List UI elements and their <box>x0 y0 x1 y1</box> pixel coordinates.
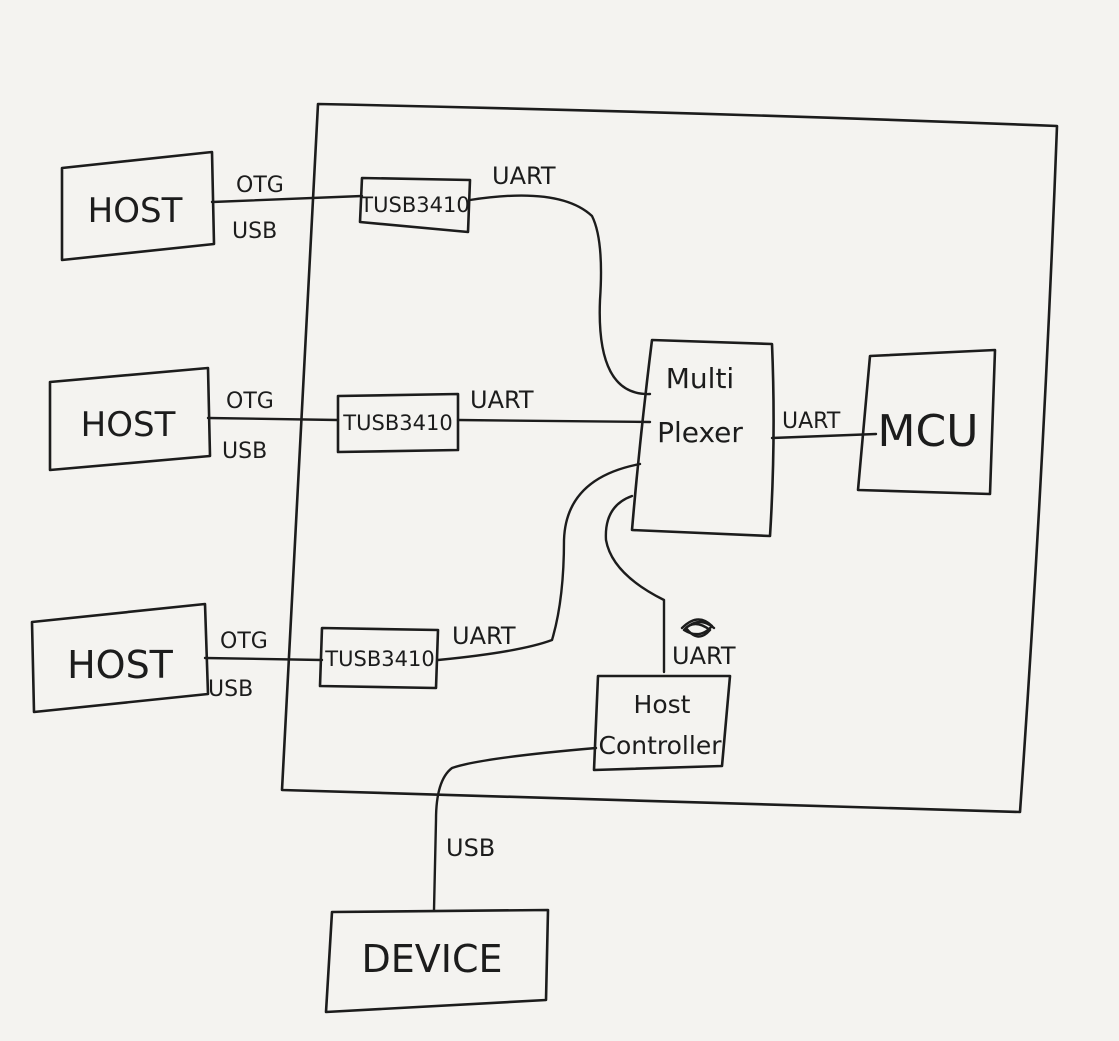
device-box: DEVICE <box>324 908 550 1014</box>
svg-text:Plexer: Plexer <box>657 416 743 449</box>
tusb1-to-mux-line <box>468 194 652 396</box>
label-uart-tusb3: UART <box>452 622 516 650</box>
board-outline <box>280 102 1059 814</box>
svg-text:Host: Host <box>634 690 691 719</box>
svg-text:HOST: HOST <box>67 643 174 687</box>
svg-text:TUSB3410: TUSB3410 <box>359 193 469 217</box>
host3-to-tusb3-line <box>203 656 324 662</box>
mux-to-hostctrl-line <box>604 494 666 674</box>
svg-text:Multi: Multi <box>666 362 734 395</box>
multiplexer-box: Multi Plexer <box>630 338 775 538</box>
label-uart-tusb2: UART <box>470 386 534 414</box>
host1-to-tusb1-line <box>210 194 364 204</box>
label-usb-1: USB <box>232 219 277 244</box>
svg-text:DEVICE: DEVICE <box>361 937 502 981</box>
hostctrl-to-device-line <box>432 746 598 912</box>
tusb3-to-mux-line <box>436 462 642 662</box>
label-otg-1: OTG <box>236 173 284 198</box>
label-uart-mcu: UART <box>782 409 841 434</box>
svg-text:HOST: HOST <box>81 405 176 445</box>
tusb3410-box-2: TUSB3410 <box>336 392 460 454</box>
host-box-1: HOST <box>60 150 216 262</box>
host-box-2: HOST <box>48 366 212 472</box>
label-usb-device: USB <box>446 834 495 862</box>
tusb2-to-mux-line <box>456 418 652 424</box>
mux-to-mcu-line <box>770 432 878 440</box>
svg-text:Controller: Controller <box>599 731 723 760</box>
scribble-mark <box>680 618 716 638</box>
tusb3410-box-1: TUSB3410 <box>358 176 472 234</box>
svg-text:MCU: MCU <box>878 406 979 457</box>
label-otg-2: OTG <box>226 389 274 414</box>
tusb3410-box-3: TUSB3410 <box>318 626 440 690</box>
svg-text:TUSB3410: TUSB3410 <box>324 647 434 671</box>
host-box-3: HOST <box>30 602 210 714</box>
label-uart-hostctrl: UART <box>672 642 736 670</box>
label-usb-3: USB <box>208 677 253 702</box>
host-controller-box: Host Controller <box>592 674 732 772</box>
mcu-box: MCU <box>856 348 997 496</box>
label-otg-3: OTG <box>220 629 268 654</box>
svg-text:HOST: HOST <box>88 191 183 231</box>
label-uart-tusb1: UART <box>492 162 556 190</box>
label-usb-2: USB <box>222 439 267 464</box>
svg-text:TUSB3410: TUSB3410 <box>342 411 452 435</box>
host2-to-tusb2-line <box>206 416 340 422</box>
